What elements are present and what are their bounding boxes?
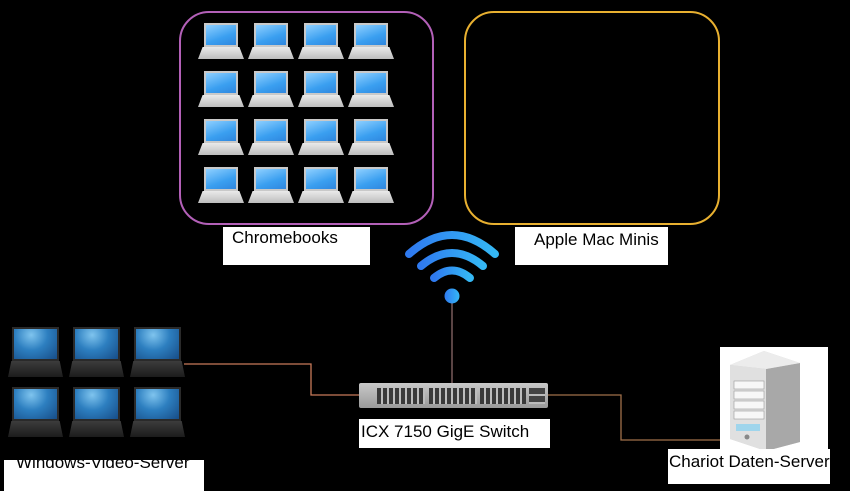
windows-video-server-label: Windows-Video-Server — [4, 460, 204, 491]
windows-server-laptop-icon[interactable] — [130, 387, 185, 439]
chromebook-laptop-icon[interactable] — [347, 22, 397, 62]
switch-sfp-ports — [529, 388, 545, 404]
chromebook-group-box — [179, 11, 434, 225]
chromebook-laptop-icon[interactable] — [347, 118, 397, 158]
chromebook-laptop-icon[interactable] — [297, 70, 347, 110]
chromebook-laptop-icon[interactable] — [297, 166, 347, 206]
chromebook-laptop-icon[interactable] — [297, 22, 347, 62]
wifi-icon — [405, 231, 499, 304]
data-server-icon[interactable] — [720, 347, 828, 451]
windows-server-laptop-icon[interactable] — [8, 387, 63, 439]
chromebook-laptop-icon[interactable] — [247, 22, 297, 62]
link-switch-to-server — [548, 394, 722, 441]
link-windows-to-switch — [184, 363, 360, 396]
chromebook-laptop-icon[interactable] — [297, 118, 347, 158]
switch-ports — [377, 388, 425, 404]
chromebook-laptop-icon[interactable] — [197, 166, 247, 206]
chromebook-laptop-icon[interactable] — [197, 22, 247, 62]
chromebooks-label: Chromebooks — [223, 227, 370, 265]
windows-server-laptop-icon[interactable] — [130, 327, 185, 379]
windows-server-laptop-icon[interactable] — [8, 327, 63, 379]
switch-ports — [480, 388, 526, 404]
chromebook-laptop-icon[interactable] — [197, 70, 247, 110]
chromebook-laptop-icon[interactable] — [247, 118, 297, 158]
network-switch-icon[interactable] — [359, 383, 548, 408]
windows-server-laptop-icon[interactable] — [69, 387, 124, 439]
mac-mini-group-box — [464, 11, 720, 225]
switch-ports — [429, 388, 477, 404]
mac-minis-label: Apple Mac Minis — [515, 227, 668, 265]
chromebook-laptop-icon[interactable] — [347, 166, 397, 206]
windows-server-laptop-icon[interactable] — [69, 327, 124, 379]
chromebook-laptop-icon[interactable] — [247, 166, 297, 206]
chromebook-laptop-icon[interactable] — [347, 70, 397, 110]
chromebook-laptop-icon[interactable] — [247, 70, 297, 110]
chariot-data-server-label: Chariot Daten-Server — [668, 449, 830, 484]
chromebook-laptop-icon[interactable] — [197, 118, 247, 158]
switch-label: ICX 7150 GigE Switch — [359, 419, 550, 448]
